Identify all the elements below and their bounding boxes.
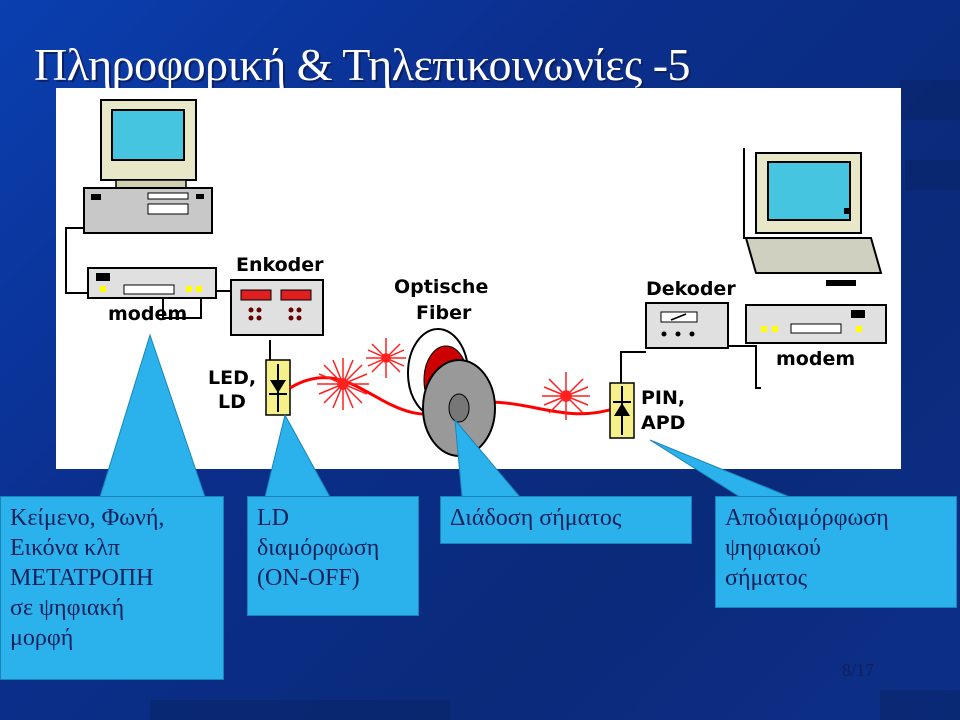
- callout-line: LD: [257, 505, 289, 531]
- callout-line: Διάδοση σήματος: [450, 505, 622, 531]
- page-number: 8/17: [842, 660, 875, 680]
- light-burst-icon: [317, 338, 590, 420]
- background-tile: [905, 160, 960, 190]
- callout-ld-modulation: LD διαμόρφωση (ON-OFF): [247, 496, 419, 616]
- callout-digital-conversion: Κείμενο, Φωνή, Εικόνα κλπ ΜΕΤΑΤΡΟΠΗ σε ψ…: [0, 496, 224, 680]
- callout-line: διαμόρφωση: [257, 535, 380, 561]
- callout-line: ψηφιακού: [725, 535, 821, 561]
- enkoder-label: Enkoder: [236, 254, 324, 276]
- modem-left-label: modem: [108, 303, 187, 325]
- callout-line: μορφή: [10, 625, 74, 651]
- callout-signal-propagation: Διάδοση σήματος: [440, 496, 692, 544]
- diagram-panel: modem Enkoder LED, LD: [56, 88, 901, 469]
- dekoder-label: Dekoder: [646, 278, 736, 300]
- led-label: LED,: [208, 367, 256, 389]
- background-tile: [900, 80, 960, 120]
- modem-right-label: modem: [776, 348, 855, 370]
- laptop-computer-icon: [744, 152, 883, 286]
- led-emitter-icon: [265, 359, 291, 416]
- fiber-spool-icon: [407, 328, 496, 457]
- optical-link-diagram: modem Enkoder LED, LD: [65, 99, 887, 457]
- slide-title: Πληροφορική & Τηλεπικοινωνίες -5: [34, 39, 691, 90]
- callout-line: Εικόνα κλπ: [10, 535, 120, 561]
- callout-line: Αποδιαμόρφωση: [725, 505, 889, 531]
- modem-left-icon: [87, 267, 217, 299]
- encoder-icon: [230, 279, 324, 336]
- callout-line: σε ψηφιακή: [10, 595, 125, 621]
- fiber-label-line2: Fiber: [416, 302, 472, 324]
- fiber-label-line1: Optische: [394, 276, 488, 298]
- background-tile: [150, 700, 450, 720]
- photodetector-icon: [609, 382, 635, 439]
- pin-label: PIN,: [641, 387, 685, 409]
- desktop-computer-icon: [83, 99, 213, 234]
- apd-label: APD: [641, 412, 685, 434]
- decoder-icon: [645, 302, 729, 349]
- background-tile: [880, 690, 960, 720]
- callout-line: Κείμενο, Φωνή,: [10, 505, 165, 531]
- modem-right-icon: [745, 304, 887, 344]
- callout-line: (ON-OFF): [257, 565, 360, 591]
- ld-label: LD: [218, 391, 246, 413]
- callout-line: σήματος: [725, 565, 808, 591]
- callout-demodulation: Αποδιαμόρφωση ψηφιακού σήματος: [715, 496, 957, 608]
- callout-line: ΜΕΤΑΤΡΟΠΗ: [10, 565, 154, 591]
